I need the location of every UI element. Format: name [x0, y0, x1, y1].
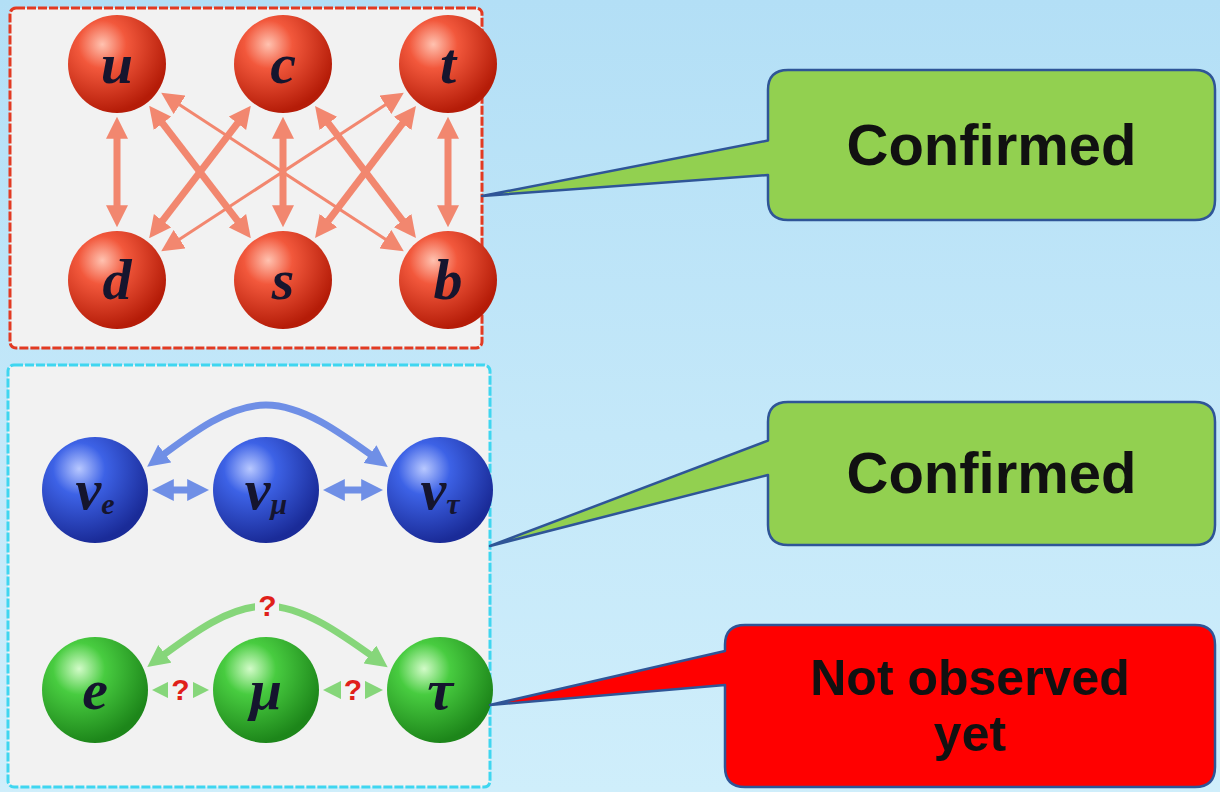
particle-symbol: τ	[427, 661, 453, 719]
sphere-body	[68, 15, 166, 113]
particle-symbol: u	[101, 35, 133, 93]
text-holder: c	[233, 14, 333, 114]
sphere-body	[234, 15, 332, 113]
text-holder: τ	[386, 636, 494, 744]
particle-sphere: e	[41, 636, 149, 744]
text-holder: d	[67, 230, 167, 330]
status-callout: Confirmed	[768, 70, 1215, 220]
callout-body	[490, 402, 1215, 546]
text-holder: Confirmed	[768, 402, 1215, 545]
flavour-subscript: e	[101, 489, 114, 519]
mixing-arrow	[165, 487, 196, 494]
sphere-body	[42, 437, 148, 543]
flavour-subscript: μ	[271, 489, 288, 519]
mixing-arrow	[336, 487, 370, 494]
particle-symbol: ν	[245, 461, 271, 519]
text-holder: νμ	[212, 436, 320, 544]
text-holder: e	[41, 636, 149, 744]
sphere-body	[213, 437, 319, 543]
unknown-mark: ?	[341, 675, 365, 705]
particle-symbol: ν	[75, 461, 101, 519]
sphere-body	[387, 637, 493, 743]
text-holder: u	[67, 14, 167, 114]
callout-text: Confirmed	[847, 113, 1137, 178]
text-holder: ντ	[386, 436, 494, 544]
mixing-arrow	[323, 116, 408, 227]
status-callout: Confirmed	[768, 402, 1215, 545]
sphere-body	[213, 637, 319, 743]
unknown-mark: ?	[255, 591, 279, 621]
particle-sphere: t	[398, 14, 498, 114]
particle-symbol: e	[82, 661, 108, 719]
particle-symbol: c	[270, 35, 296, 93]
particle-symbol: d	[103, 251, 132, 309]
particle-symbol: s	[272, 251, 295, 309]
sphere-body	[234, 231, 332, 329]
particle-symbol: t	[440, 35, 456, 93]
mixing-arrow	[114, 130, 121, 214]
mixing-arrow	[172, 100, 392, 244]
callout-text: Confirmed	[847, 441, 1137, 506]
particle-sphere: νμ	[212, 436, 320, 544]
particle-sphere: τ	[386, 636, 494, 744]
text-holder: Not observed yet	[725, 625, 1215, 787]
particle-symbol: μ	[250, 661, 282, 719]
text-holder: b	[398, 230, 498, 330]
unknown-mark: ?	[168, 675, 192, 705]
text-holder: s	[233, 230, 333, 330]
particle-sphere: μ	[212, 636, 320, 744]
sphere-body	[387, 437, 493, 543]
callout-text: Not observed yet	[780, 650, 1160, 762]
particle-sphere: ντ	[386, 436, 494, 544]
text-holder: νe	[41, 436, 149, 544]
status-callout: Not observed yet	[725, 625, 1215, 787]
mixing-arrow	[157, 116, 243, 227]
particle-sphere: c	[233, 14, 333, 114]
particle-sphere: νe	[41, 436, 149, 544]
text-holder: Confirmed	[768, 70, 1215, 220]
particle-sphere: b	[398, 230, 498, 330]
particle-sphere: s	[233, 230, 333, 330]
particle-symbol: ν	[420, 461, 446, 519]
sphere-body	[42, 637, 148, 743]
particle-sphere: d	[67, 230, 167, 330]
mixing-arrow	[157, 116, 243, 227]
particle-symbol: b	[434, 251, 463, 309]
text-holder: t	[398, 14, 498, 114]
sphere-body	[399, 15, 497, 113]
sphere-body	[399, 231, 497, 329]
callout-body	[490, 625, 1215, 787]
text-holder: μ	[212, 636, 320, 744]
mixing-arrow	[172, 100, 392, 244]
mixing-arrow	[445, 130, 452, 214]
particle-sphere: u	[67, 14, 167, 114]
flavour-subscript: τ	[446, 489, 459, 519]
mixing-arrow	[323, 116, 408, 227]
callout-body	[482, 70, 1215, 220]
sphere-body	[68, 231, 166, 329]
